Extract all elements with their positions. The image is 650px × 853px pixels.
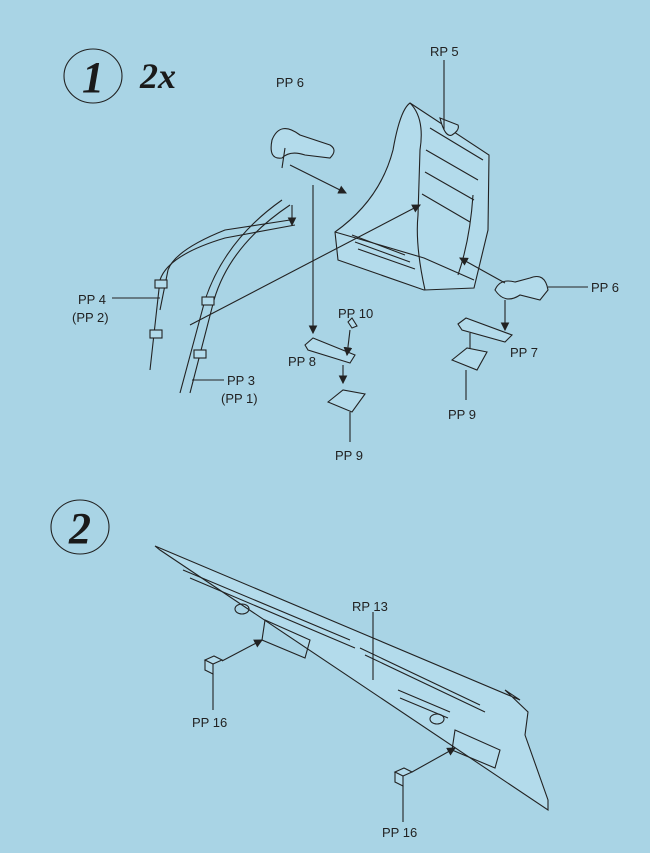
label-pp1: (PP 1) [221,391,258,406]
part-pp7 [457,317,513,343]
label-rp13: RP 13 [352,599,388,614]
label-pp4: PP 4 [78,292,106,307]
label-pp6-top: PP 6 [276,75,304,90]
label-pp7: PP 7 [510,345,538,360]
panel-rp13 [154,545,549,812]
part-pp8 [304,337,356,364]
part-pp6-right [494,275,549,301]
label-pp16-left: PP 16 [192,715,227,730]
belt-pp4 [149,219,296,371]
svg-text:1: 1 [82,53,104,102]
seat-rp5 [334,102,490,291]
label-pp16-right: PP 16 [382,825,417,840]
label-pp9-bottom: PP 9 [335,448,363,463]
label-pp2: (PP 2) [72,310,109,325]
label-pp8: PP 8 [288,354,316,369]
label-pp3: PP 3 [227,373,255,388]
svg-text:2: 2 [68,504,91,553]
belt-pp3 [179,199,291,394]
label-pp9-right: PP 9 [448,407,476,422]
label-pp6-right: PP 6 [591,280,619,295]
step-1-badge: 1 [63,48,123,104]
step-2-badge: 2 [50,499,110,555]
label-pp10: PP 10 [338,306,373,321]
part-pp16-left [203,655,224,675]
part-pp9-right [450,347,488,371]
part-pp16-right [393,767,414,787]
part-pp6-top [270,128,335,169]
part-pp9-bottom [326,389,366,413]
label-rp5: RP 5 [430,44,459,59]
part-pp10 [347,317,358,329]
quantity-label: 2x [139,56,176,96]
